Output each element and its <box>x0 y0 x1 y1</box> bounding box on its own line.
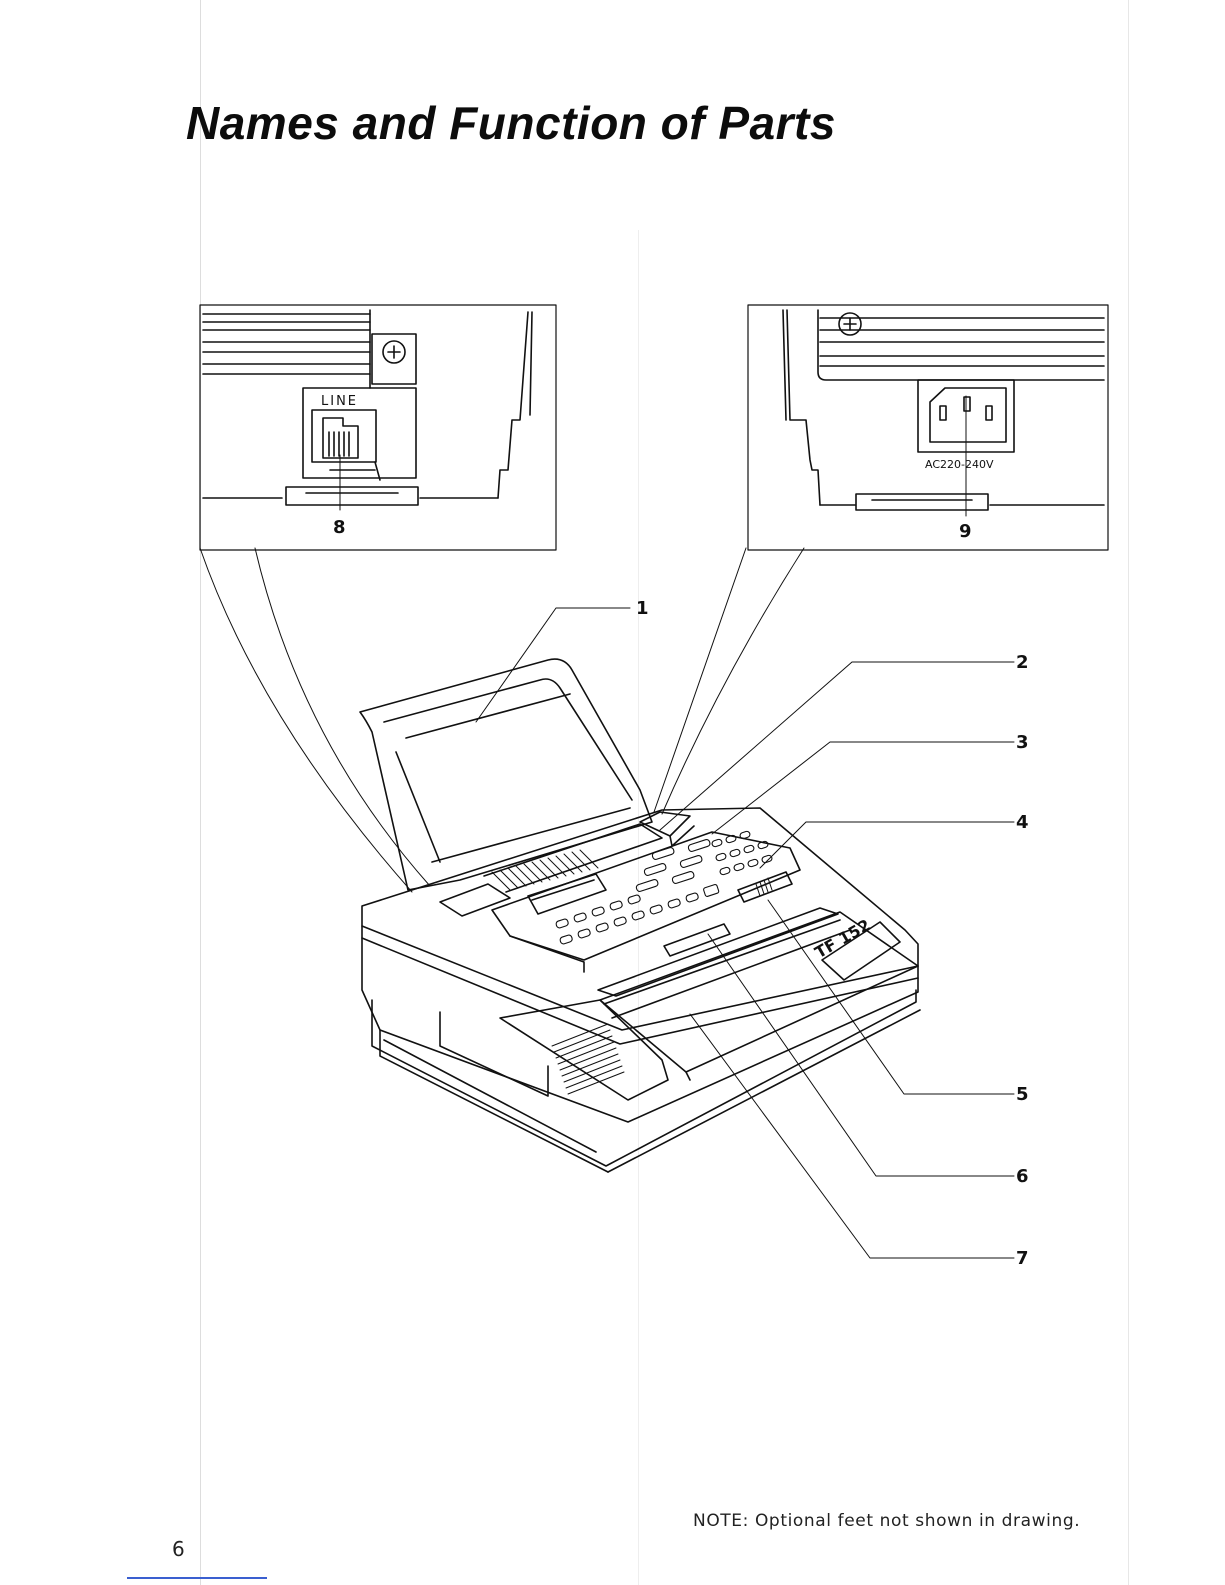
callout-6: 6 <box>1016 1166 1029 1187</box>
callout-9: 9 <box>959 521 972 542</box>
port-line-label: LINE <box>321 394 358 409</box>
page-number: 6 <box>172 1537 185 1561</box>
drawing-note: NOTE: Optional feet not shown in drawing… <box>693 1511 1080 1531</box>
callout-4: 4 <box>1016 812 1029 833</box>
line-jack-inset: LINE 8 <box>200 305 556 550</box>
inset-guides <box>200 548 804 892</box>
bottom-rule <box>127 1577 267 1579</box>
callout-8: 8 <box>333 517 346 538</box>
ac-inlet-inset: AC220-240V 9 <box>748 305 1108 550</box>
callout-2: 2 <box>1016 652 1029 673</box>
callout-leaders <box>476 608 1014 1258</box>
callout-1: 1 <box>636 598 649 619</box>
model-badge: TF 152 <box>812 915 874 962</box>
port-ac-label: AC220-240V <box>925 458 994 471</box>
fax-machine: TF 152 <box>360 659 920 1172</box>
callout-3: 3 <box>1016 732 1029 753</box>
callout-7: 7 <box>1016 1248 1029 1269</box>
callout-5: 5 <box>1016 1084 1029 1105</box>
keypad <box>555 831 772 945</box>
